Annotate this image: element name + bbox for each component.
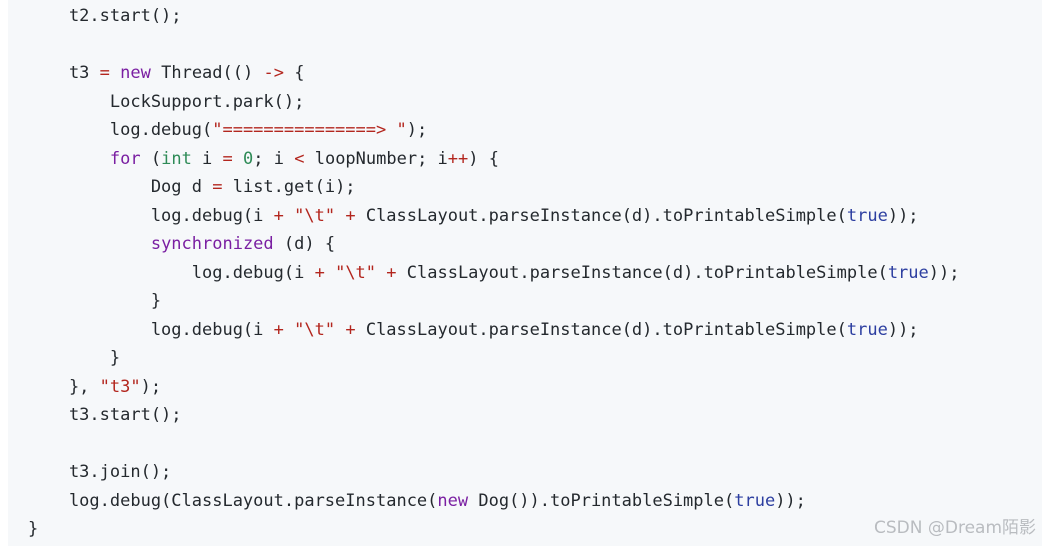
code-token: -> — [263, 63, 284, 83]
code-token: "===============> " — [212, 120, 407, 140]
code-token: log.debug( — [28, 120, 213, 140]
code-token: t3.start(); — [28, 405, 182, 425]
code-line: t3.start(); — [28, 401, 959, 430]
code-token: log.debug(i — [28, 319, 274, 340]
code-token: new — [437, 490, 469, 511]
code-line: Dog d = list.get(i); — [28, 173, 959, 202]
code-token: ); — [140, 376, 162, 397]
code-line: t3.join(); — [28, 458, 959, 487]
code-token: synchronized — [150, 234, 274, 254]
code-token — [28, 149, 110, 169]
code-line: log.debug(ClassLayout.parseInstance(new … — [28, 487, 959, 516]
code-token: t3 — [28, 63, 100, 83]
code-token: + — [273, 205, 284, 226]
code-line: t3 = new Thread(() -> { — [28, 59, 959, 88]
code-token: } — [28, 348, 121, 368]
code-line: } — [28, 344, 959, 373]
code-line — [28, 430, 959, 459]
code-token: = — [222, 148, 233, 169]
code-token — [284, 320, 294, 340]
code-token: )); — [887, 319, 919, 340]
code-token — [376, 263, 386, 283]
code-token: log.debug(i — [28, 205, 274, 226]
code-line: log.debug(i + "\t" + ClassLayout.parseIn… — [28, 259, 960, 288]
code-token: true — [887, 262, 929, 283]
code-line: log.debug("===============> "); — [28, 116, 959, 145]
code-token — [284, 206, 294, 226]
code-token: log.debug(ClassLayout.parseInstance( — [28, 490, 438, 511]
code-token — [335, 206, 345, 226]
code-token: )); — [887, 205, 919, 226]
code-token — [110, 63, 120, 83]
code-token: (d) { — [273, 234, 336, 254]
code-line: log.debug(i + "\t" + ClassLayout.parseIn… — [28, 202, 959, 231]
code-token: Dog d — [28, 177, 213, 197]
code-token: new — [120, 63, 151, 83]
code-token: )); — [928, 262, 960, 283]
code-token: ) { — [468, 148, 499, 169]
code-token — [233, 149, 243, 169]
code-token: }, — [28, 376, 100, 397]
code-token: = — [99, 63, 110, 83]
code-token: LockSupport.park(); — [28, 91, 305, 112]
code-listing: t2.start(); t3 = new Thread(() -> { Lock… — [28, 2, 959, 544]
code-token: ( — [140, 148, 162, 169]
code-line: }, "t3"); — [28, 373, 959, 402]
code-token: ; i — [253, 148, 295, 169]
code-token: + — [314, 262, 325, 283]
code-token — [28, 234, 151, 254]
code-token — [325, 263, 335, 283]
code-token: int — [161, 148, 192, 169]
code-token: } — [28, 291, 162, 311]
code-token: + — [273, 319, 284, 340]
code-line: for (int i = 0; i < loopNumber; i++) { — [28, 145, 959, 174]
code-token: + — [386, 262, 397, 283]
code-line: log.debug(i + "\t" + ClassLayout.parseIn… — [28, 316, 959, 345]
code-token: loopNumber; i — [304, 148, 448, 169]
code-token: ); — [406, 120, 428, 140]
code-line: } — [28, 515, 959, 544]
code-line: LockSupport.park(); — [28, 88, 959, 117]
code-token: true — [846, 319, 888, 340]
code-token: t2.start(); — [28, 6, 182, 26]
code-line — [28, 31, 959, 60]
code-token: )); — [775, 490, 806, 511]
code-token: "\t" — [294, 205, 336, 226]
code-token: { — [283, 63, 305, 83]
code-token: i — [191, 148, 223, 169]
code-line: synchronized (d) { — [28, 230, 959, 259]
code-block: t2.start(); t3 = new Thread(() -> { Lock… — [8, 0, 1042, 546]
code-token: ++ — [447, 148, 469, 169]
code-token: "\t" — [294, 319, 336, 340]
code-token: true — [734, 490, 776, 511]
code-token: 0 — [243, 148, 254, 169]
code-token — [335, 320, 345, 340]
code-token: + — [345, 319, 356, 340]
code-line: } — [28, 287, 959, 316]
code-token: t3.join(); — [28, 462, 172, 482]
code-token: } — [28, 519, 39, 539]
code-token: ClassLayout.parseInstance(d).toPrintable… — [355, 205, 847, 226]
code-token: true — [846, 205, 888, 226]
code-token: + — [345, 205, 356, 226]
code-token: list.get(i); — [222, 177, 356, 197]
code-token: < — [294, 148, 305, 169]
code-token: log.debug(i — [28, 262, 315, 283]
watermark: CSDN @Dream陌影 — [873, 518, 1036, 538]
code-token: ClassLayout.parseInstance(d).toPrintable… — [396, 262, 888, 283]
code-token: Dog()).toPrintableSimple( — [468, 490, 735, 511]
code-token: "t3" — [99, 376, 141, 397]
code-token: Thread(() — [150, 63, 264, 83]
code-token: ClassLayout.parseInstance(d).toPrintable… — [355, 319, 847, 340]
code-token: = — [212, 177, 223, 197]
code-token: for — [109, 148, 141, 169]
code-token: "\t" — [335, 262, 377, 283]
code-line: t2.start(); — [28, 2, 959, 31]
